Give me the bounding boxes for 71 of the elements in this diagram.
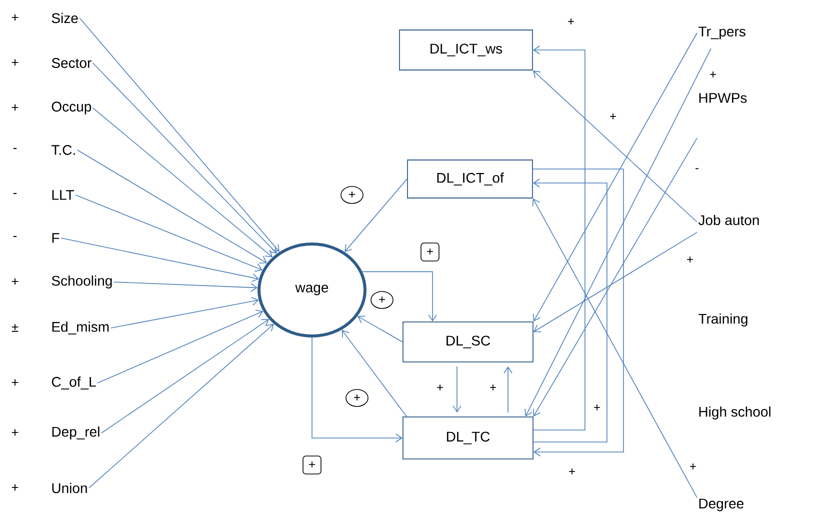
arrow [88, 324, 274, 488]
sign-label: + [12, 104, 18, 111]
variable-label: Tr_pers [698, 26, 746, 40]
variable-label: Schooling [52, 275, 112, 288]
arrow [60, 238, 259, 282]
edge-label: + [592, 404, 602, 412]
arrow [75, 194, 262, 272]
arrow [524, 48, 712, 417]
variable-box: DL_ICT_ws [399, 30, 533, 70]
arrow [79, 18, 280, 252]
variable-label: HPWPs [699, 93, 747, 103]
sign-box: + [302, 456, 322, 474]
arrow [92, 108, 273, 258]
arrow [92, 62, 277, 254]
variable-label: Dep_rel [52, 426, 100, 440]
variable-label: High school [699, 406, 770, 420]
arrow [532, 70, 698, 222]
arrow [362, 271, 437, 322]
sign-label: + [12, 14, 18, 21]
arrow [342, 330, 407, 417]
arrow [533, 232, 698, 332]
sign-label: + [12, 278, 18, 285]
arrow [532, 46, 586, 430]
arrow [76, 150, 268, 264]
arrow [532, 168, 624, 456]
sign-label: - [13, 148, 17, 150]
sign-label: - [13, 236, 17, 238]
sign-label: + [12, 429, 18, 436]
edge-label: + [708, 70, 718, 80]
edge-label: + [436, 384, 444, 392]
sign-box: + [420, 242, 440, 262]
variable-box: DL_SC [402, 322, 534, 362]
sign-label: - [13, 193, 17, 194]
arrow [358, 316, 403, 342]
sign-label: ± [12, 324, 18, 332]
arrow [101, 319, 270, 434]
arrow [532, 32, 698, 322]
sign-label: + [12, 484, 18, 491]
arrow [532, 198, 698, 498]
variable-box: DL_TC [402, 416, 534, 460]
arrow [114, 282, 258, 292]
variable-label: Job auton [698, 214, 759, 226]
variable-label: Occup [52, 102, 92, 114]
variable-box: DL_ICT_of [407, 160, 533, 198]
variable-label: Union [52, 482, 87, 494]
arrow [452, 366, 462, 413]
arrow [344, 178, 408, 252]
sign-label: + [12, 379, 18, 386]
arrow [504, 366, 512, 413]
arrow [312, 337, 403, 442]
arrow [110, 296, 259, 328]
edge-label: + [488, 384, 498, 392]
variable-label: T.C. [52, 145, 75, 155]
variable-label: Sector [52, 58, 92, 68]
sign-label: + [12, 59, 18, 66]
variable-label: C_of_L [52, 376, 96, 390]
variable-label: Size [52, 12, 78, 24]
arrow [532, 178, 608, 442]
arrow [533, 138, 698, 417]
edge-label: + [686, 256, 694, 264]
variable-label: Ed_mism [52, 322, 109, 334]
variable-label: Degree [699, 498, 744, 512]
variable-label: F [52, 233, 60, 243]
edge-label: + [568, 468, 576, 476]
edge-label: + [608, 112, 618, 122]
variable-label: LLT [52, 190, 74, 200]
arrow [97, 310, 264, 384]
variable-label: Training [698, 313, 748, 326]
edge-label: + [688, 462, 698, 472]
edge-label: - [694, 167, 700, 173]
edge-label: + [566, 18, 576, 26]
